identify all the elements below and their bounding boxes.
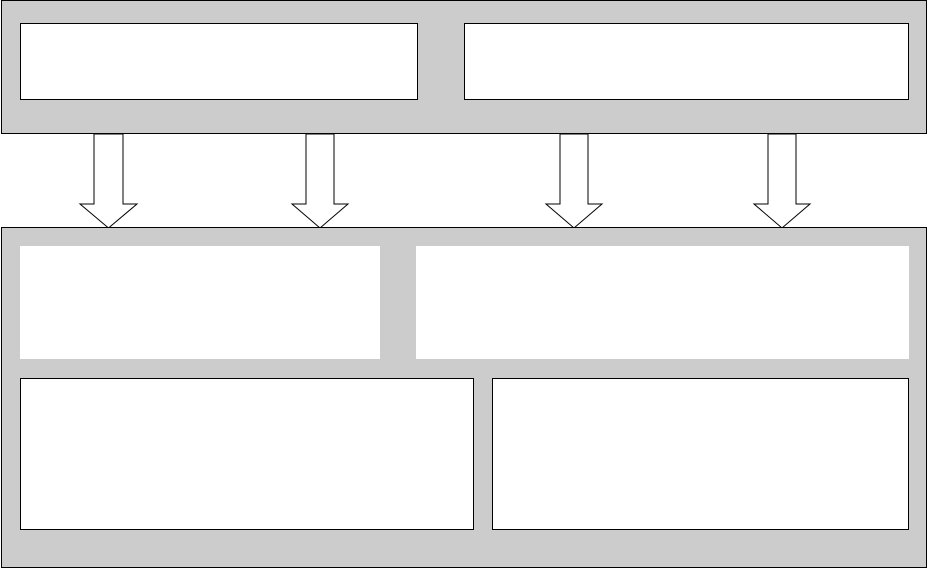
bottom-row1-box-right xyxy=(416,246,909,359)
down-arrow-3 xyxy=(544,133,604,229)
down-arrow-4 xyxy=(752,133,812,229)
down-arrow-2 xyxy=(290,133,350,229)
bottom-row2-box-right xyxy=(492,378,909,530)
bottom-row2-box-left xyxy=(20,378,474,530)
bottom-row1-box-left xyxy=(20,246,380,359)
down-arrow-1 xyxy=(78,133,139,229)
top-box-left xyxy=(20,23,418,100)
top-box-right xyxy=(464,23,909,100)
